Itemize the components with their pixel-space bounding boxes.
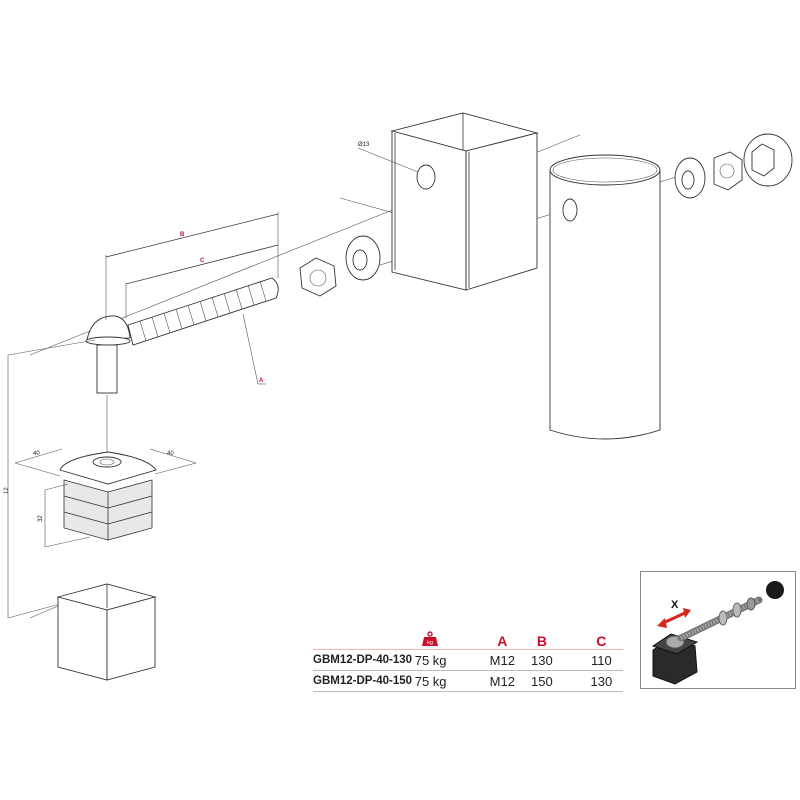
width-right-label: 40 — [167, 451, 174, 457]
end-cap-insert — [59, 451, 157, 541]
hex-nut — [299, 257, 337, 297]
square-tube-bottom — [56, 583, 157, 681]
row-b: 130 — [531, 652, 553, 668]
inset-x-label: X — [671, 599, 679, 611]
width-left-label: 40 — [33, 451, 40, 457]
svg-text:kg: kg — [427, 640, 433, 646]
row-load: 75 kg — [414, 652, 447, 668]
dimension-width — [14, 448, 197, 477]
weight-kg-icon: kg — [421, 631, 438, 646]
row-load: 75 kg — [414, 673, 447, 689]
dimension-a-label: A — [259, 378, 264, 384]
hole-diameter-label: Ø13 — [358, 142, 370, 148]
spec-table-header: kg A B C — [313, 631, 623, 650]
header-c: C — [596, 632, 607, 649]
dimension-c-label: C — [200, 258, 205, 264]
product-inset: X — [640, 571, 796, 689]
dimension-b-label: B — [180, 232, 185, 238]
hinge-bolt — [85, 277, 279, 458]
bolt-hole — [416, 164, 436, 190]
cap-height-label: 32 — [38, 515, 44, 522]
header-a: A — [497, 632, 508, 649]
row-a: M12 — [489, 673, 515, 689]
washer — [345, 235, 381, 281]
header-b: B — [536, 632, 547, 649]
row-model: GBM12-DP-40-130 — [313, 654, 413, 666]
inset-cap — [651, 633, 699, 685]
spec-table: kg A B C GBM12-DP-40-130 75 kg M12 130 1… — [313, 631, 623, 692]
table-row: GBM12-DP-40-150 75 kg M12 150 130 — [313, 671, 623, 692]
right-hex-nut — [713, 151, 743, 191]
inset-acorn-nut — [766, 581, 784, 599]
row-c: 130 — [590, 673, 613, 689]
row-model: GBM12-DP-40-150 — [313, 675, 413, 687]
row-c: 110 — [590, 652, 612, 668]
header-load: kg — [415, 631, 483, 650]
total-height-label: 12 — [4, 487, 10, 494]
inset-bolt — [677, 596, 763, 642]
adjust-arrow-icon — [657, 608, 691, 628]
square-tube-post — [390, 112, 539, 291]
dimension-a-leader — [242, 313, 266, 385]
dimension-c — [125, 244, 279, 318]
row-a: M12 — [489, 652, 515, 668]
dimension-total-height — [7, 339, 96, 619]
dimension-cap-height — [44, 483, 91, 548]
acorn-nut — [743, 133, 793, 187]
round-tube-post — [549, 154, 661, 440]
table-row: GBM12-DP-40-130 75 kg M12 130 110 — [313, 650, 623, 671]
right-washer — [674, 157, 706, 199]
row-b: 150 — [531, 673, 553, 689]
product-render: X — [651, 581, 784, 685]
